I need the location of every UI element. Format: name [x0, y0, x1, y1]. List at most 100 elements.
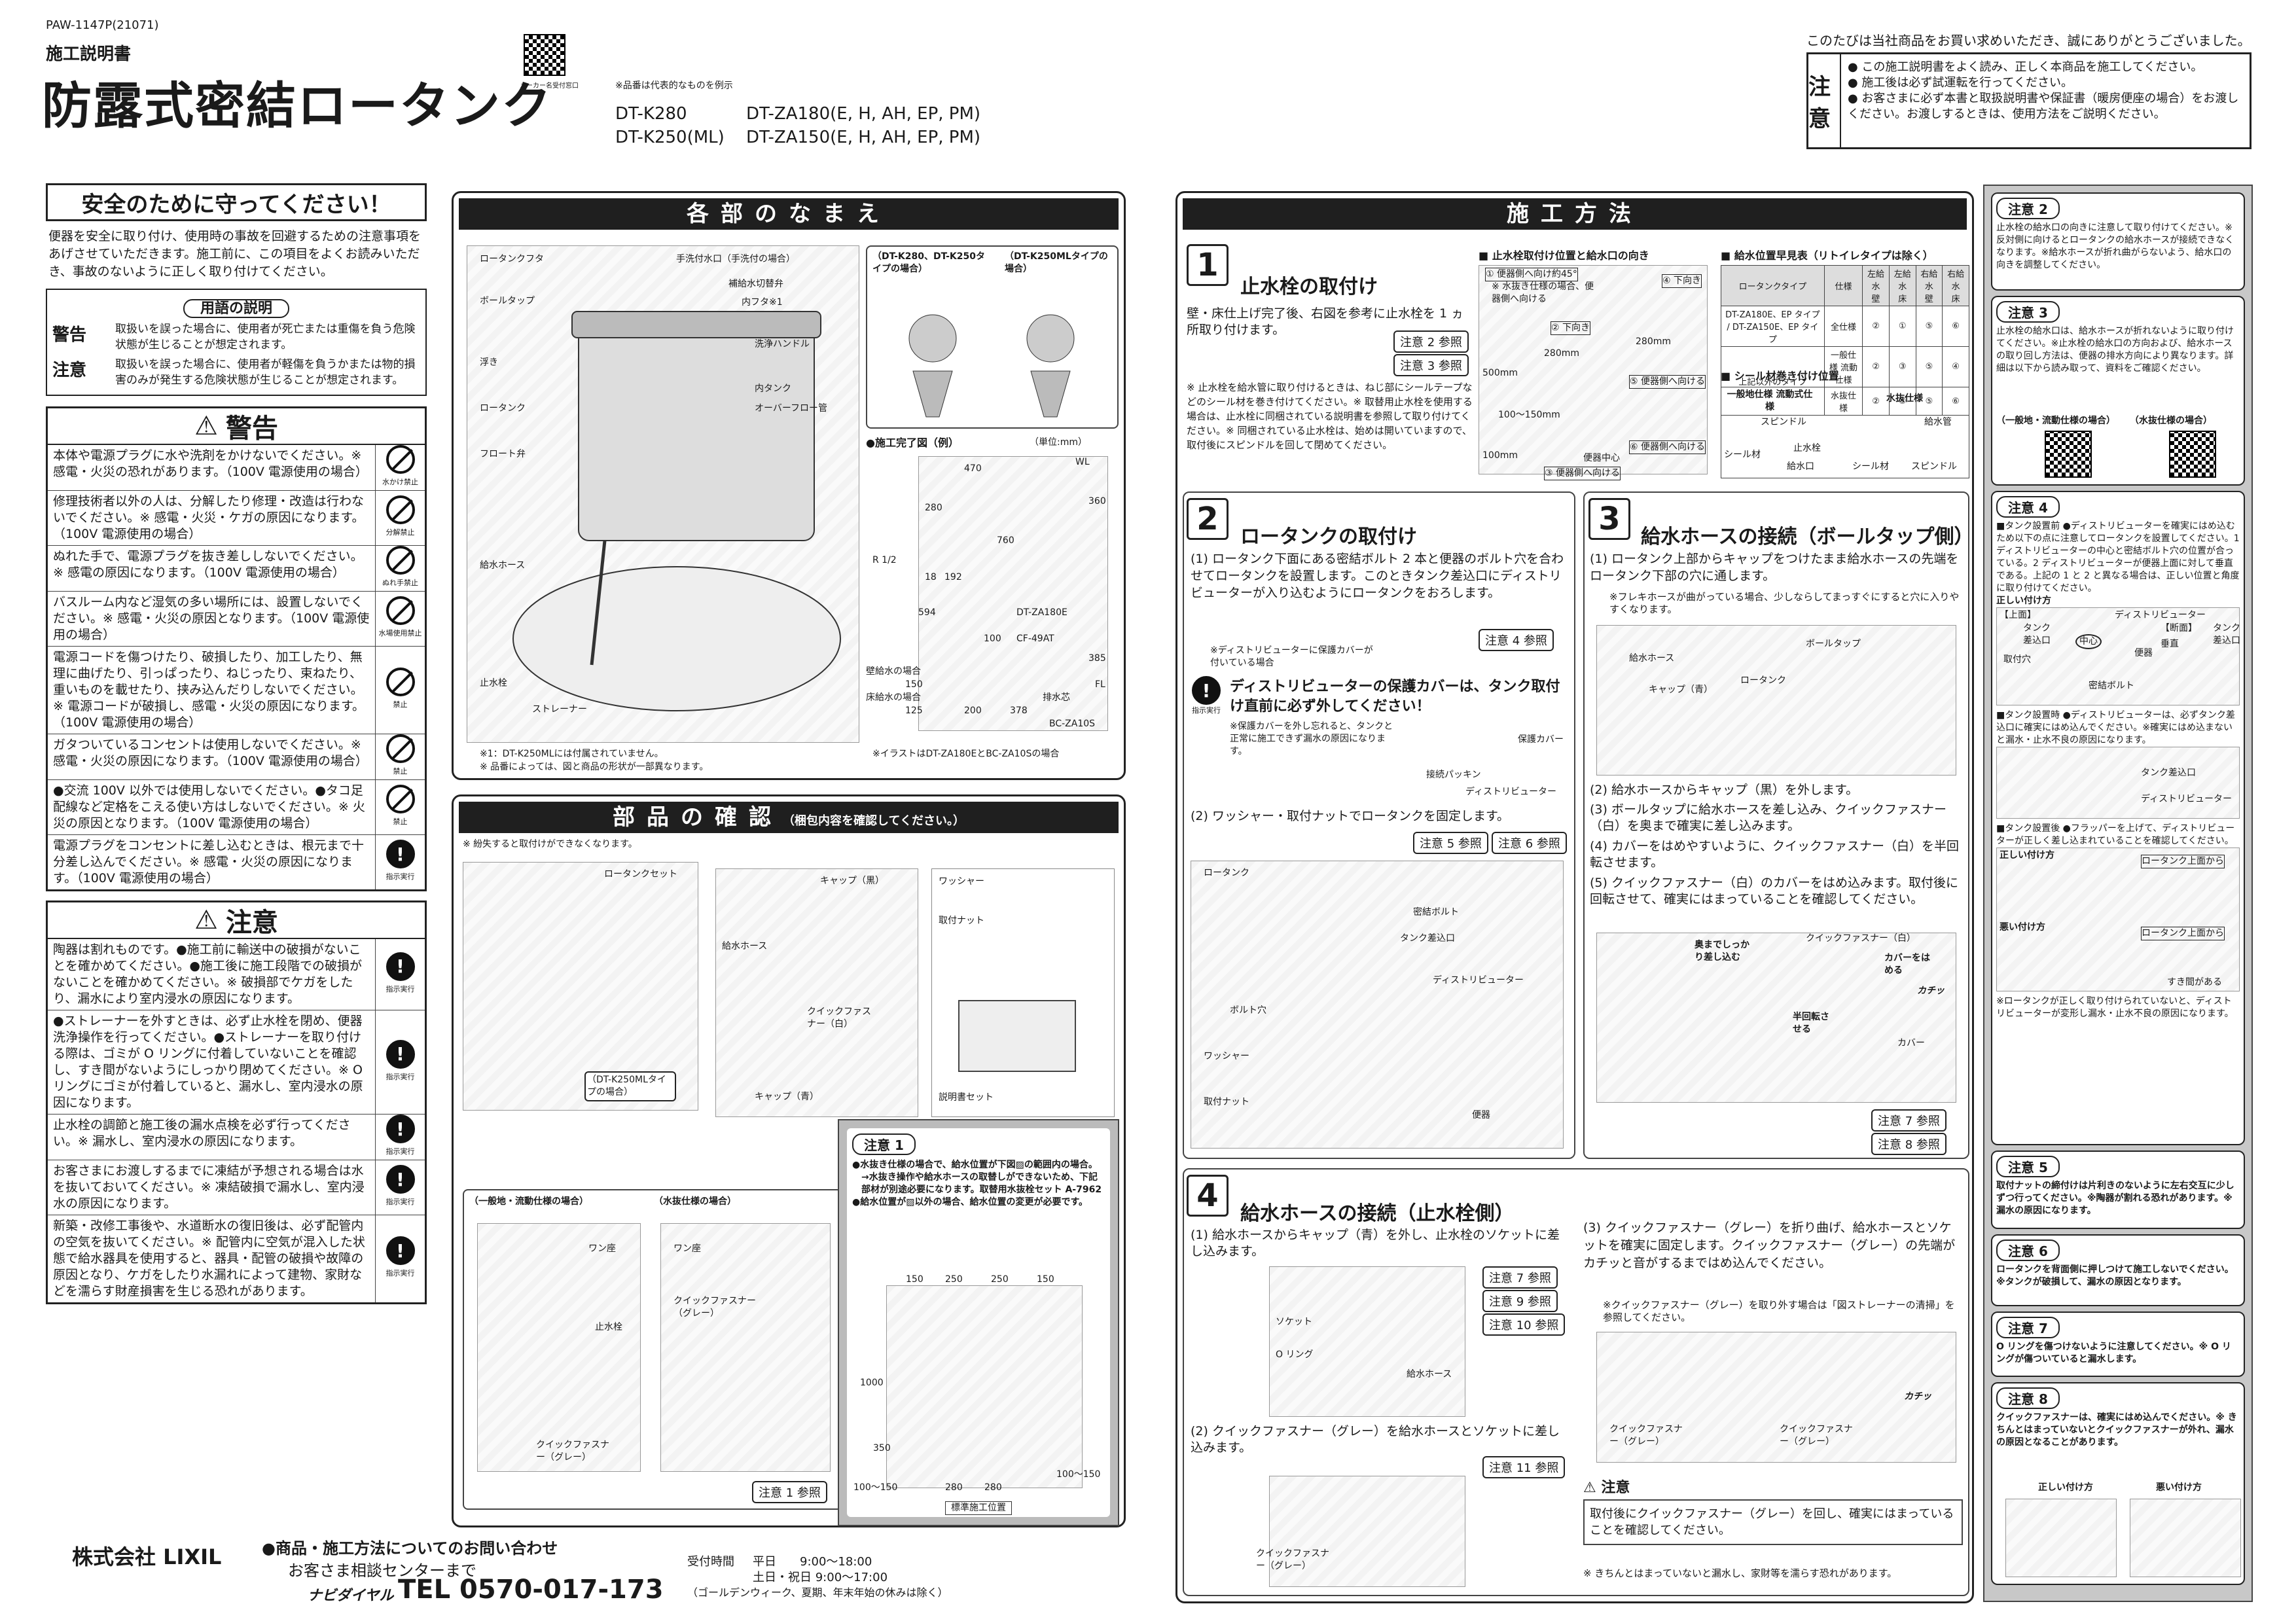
ref-caution-1[interactable]: 注意 1 参照	[752, 1481, 827, 1503]
fastener-label: カバー	[1897, 1038, 1925, 1048]
ref-caution-7[interactable]: 注意 7 参照	[1871, 1109, 1946, 1132]
parts-title: 各部のなまえ	[459, 198, 1119, 230]
prohibit-icon	[386, 734, 415, 763]
dim-label: 125	[905, 705, 923, 716]
seal-label: 止水栓	[1793, 443, 1821, 454]
note-8-correct: 正しい付け方	[2038, 1482, 2093, 1493]
dim-label: 760	[997, 535, 1014, 546]
ref-caution-5[interactable]: 注意 5 参照	[1413, 832, 1488, 854]
note-7-label: 注意 7	[1996, 1317, 2060, 1338]
side-notes: 注意 2 止水栓の給水口の向きに注意して取り付けてください。※反対側に向けるとロ…	[1983, 185, 2253, 1602]
method-title: 施工方法	[1183, 198, 1967, 230]
warning-title: ⚠警告	[48, 408, 425, 445]
check-sublabel: クイックファスナー（グレー）	[536, 1440, 609, 1463]
caution-1-label: 注意 1	[852, 1133, 916, 1155]
packing-label: 接続パッキン	[1426, 770, 1481, 780]
qr-code-icon[interactable]	[2045, 431, 2092, 478]
hose-insert-drawing	[1596, 625, 1956, 776]
ref-caution-7b[interactable]: 注意 7 参照	[1482, 1266, 1558, 1289]
fastener-grey-label: クイックファスナー（グレー）	[1256, 1548, 1329, 1571]
ref-caution-9[interactable]: 注意 9 参照	[1482, 1290, 1558, 1312]
page-title: 防露式密結ロータンク	[42, 77, 552, 135]
step-4-number: 4	[1187, 1175, 1229, 1217]
term-warning-desc: 取扱いを誤った場合に、使用者が死亡または重傷を負う危険状態が生じることが想定され…	[115, 323, 416, 351]
caution-triangle-icon: ⚠	[194, 905, 218, 935]
dim-label: 360	[1088, 496, 1106, 507]
check-sublabel: ワン座	[673, 1243, 701, 1254]
standard-position-caption: 標準施工位置	[945, 1501, 1012, 1515]
warning-row: 電源コードを傷つけたり、破損したり、加工したり、無理に曲げたり、引っぱったり、ね…	[48, 647, 425, 734]
hose-label: 給水ホース	[1629, 653, 1675, 664]
note-8-wrong: 悪い付け方	[2156, 1482, 2202, 1493]
safety-title: 安全のために守ってください！	[46, 183, 427, 221]
pos-label: 280mm	[1636, 336, 1671, 347]
ref-caution-8[interactable]: 注意 8 参照	[1871, 1133, 1946, 1155]
dim-label: 280	[984, 1482, 1002, 1493]
step-1-number: 1	[1187, 244, 1229, 286]
header-caution-box: 注意 ● この施工説明書をよく読み、正しく本商品を施工してください。 ● 施工後…	[1806, 52, 2251, 149]
hose-label: ボールタップ	[1806, 639, 1861, 649]
qr-caption: メーカー名受付窓口	[520, 82, 579, 90]
ref-caution-10[interactable]: 注意 10 参照	[1482, 1313, 1566, 1336]
note-6-box: 注意 6 ロータンクを背面側に押しつけて施工しないでください。※タンクが破損して…	[1991, 1234, 2245, 1306]
ref-caution-3[interactable]: 注意 3 参照	[1393, 354, 1469, 376]
install-label: 取付ナット	[1204, 1097, 1249, 1107]
note-4-drawing-3: 正しい付け方 ロータンク上面から 悪い付け方 ロータンク上面から すき間がある	[1996, 847, 2240, 991]
seal-general-label: 一般地仕様 流動式仕様	[1727, 389, 1813, 412]
prohibit-icon	[386, 495, 415, 524]
seal-label: シール材	[1724, 450, 1761, 460]
ref-caution-4[interactable]: 注意 4 参照	[1479, 629, 1554, 651]
seal-label: 給水口	[1787, 461, 1814, 472]
install-label: ワッシャー	[1204, 1051, 1249, 1061]
qr-code-icon[interactable]	[524, 34, 565, 76]
hose-label: ロータンク	[1740, 675, 1786, 686]
model-tag: DT-ZA180E	[1016, 607, 1067, 618]
install-label: ディストリビューター	[1433, 975, 1524, 986]
step-4-note-3: ※クイックファスナー（グレー）を取り外す場合は「図ストレーナーの清掃」を参照して…	[1603, 1299, 1955, 1323]
note-7-box: 注意 7 O リングを傷つけないように注意してください。※ O リングが傷ついて…	[1991, 1311, 2245, 1377]
protect-cover-note: ※保護カバーを外し忘れると、タンクと正常に施工できず漏水の原因になります。	[1230, 721, 1393, 757]
illust-note: ※イラストはDT-ZA180EとBC-ZA10Sの場合	[872, 749, 1060, 759]
drain-valve-drawing	[660, 1223, 831, 1472]
fastener-drawing	[1596, 933, 1956, 1103]
part-label: 浮き	[480, 357, 498, 368]
ref-caution-11[interactable]: 注意 11 参照	[1482, 1456, 1566, 1478]
hours-holiday: （ゴールデンウィーク、夏期、年末年始の休みは除く）	[687, 1586, 948, 1599]
type-a-label: （DT-K280、DT-K250タイプの場合）	[872, 251, 985, 274]
tank-illustration	[467, 245, 859, 743]
step-3-note-1: ※フレキホースが曲がっている場合、少しならしてまっすぐにすると穴に入りやすくなり…	[1609, 591, 1960, 615]
dim-label: 100〜150	[853, 1482, 898, 1493]
step-4-title: 給水ホースの接続（止水栓側）	[1240, 1202, 1515, 1225]
caution-row: ●ストレーナーを外すときは、必ず止水栓を閉め、便器洗浄操作を行ってください。●ス…	[48, 1010, 425, 1115]
dim-label: 280	[945, 1482, 963, 1493]
caution-item: ● お客さまに必ず本書と取扱説明書や保証書（暖房便座の場合）をお渡しください。お…	[1847, 92, 2239, 121]
safety-intro: 便器を安全に取り付け、使用時の事故を回避するための注意事項をあげさせていただきま…	[48, 229, 422, 279]
seal-label: スピンドル	[1911, 461, 1957, 472]
ref-caution-2[interactable]: 注意 2 参照	[1393, 330, 1469, 353]
caution-row: お客さまにお渡しするまでに凍結が予想される場合は水を抜いておいてください。※ 凍…	[48, 1160, 425, 1215]
ref-caution-6[interactable]: 注意 6 参照	[1492, 832, 1567, 854]
parts-panel: 各部のなまえ ロータンクフタ 手洗付水口（手洗付の場合） 補給水切替弁 内フタ※…	[452, 191, 1126, 780]
instruction-icon: !	[386, 952, 415, 981]
dim-caption: 床給水の場合	[866, 692, 921, 703]
instruction-icon: !	[1192, 676, 1221, 705]
tank-svg	[512, 311, 841, 711]
manual-set-icon	[958, 1000, 1076, 1072]
check-label: 給水ホース	[722, 941, 768, 952]
cover-label: 保護カバー	[1518, 734, 1564, 745]
document-type: 施工説明書	[46, 45, 132, 64]
step-1-notes: ※ 止水栓を給水管に取り付けるときは、ねじ部にシールテープなどのシール材を巻き付…	[1187, 382, 1473, 451]
prohibit-icon	[386, 445, 415, 474]
qr-code-icon[interactable]	[2169, 431, 2216, 478]
tank-install-drawing	[1191, 861, 1564, 1149]
instruction-icon: !	[386, 1236, 415, 1265]
part-label: 内タンク	[755, 383, 791, 394]
pos-label: 280mm	[1544, 348, 1579, 359]
phone-number[interactable]: TEL 0570-017-173	[398, 1575, 664, 1605]
instruction-icon: !	[386, 1039, 415, 1069]
hours-weekday: 平日 9:00〜18:00	[753, 1555, 872, 1569]
warning-row: ●交流 100V 以外では使用しないでください。●タコ足配線など定格をこえる使い…	[48, 780, 425, 835]
representative-note: ※品番は代表的なものを例示	[615, 80, 733, 91]
note-3-drain: （水抜仕様の場合）	[2130, 416, 2212, 426]
note-4-text-3: ■タンク設置後 ●フラッパーを上げて、ディストリビューターが正しく差し込まれてい…	[1996, 823, 2235, 846]
